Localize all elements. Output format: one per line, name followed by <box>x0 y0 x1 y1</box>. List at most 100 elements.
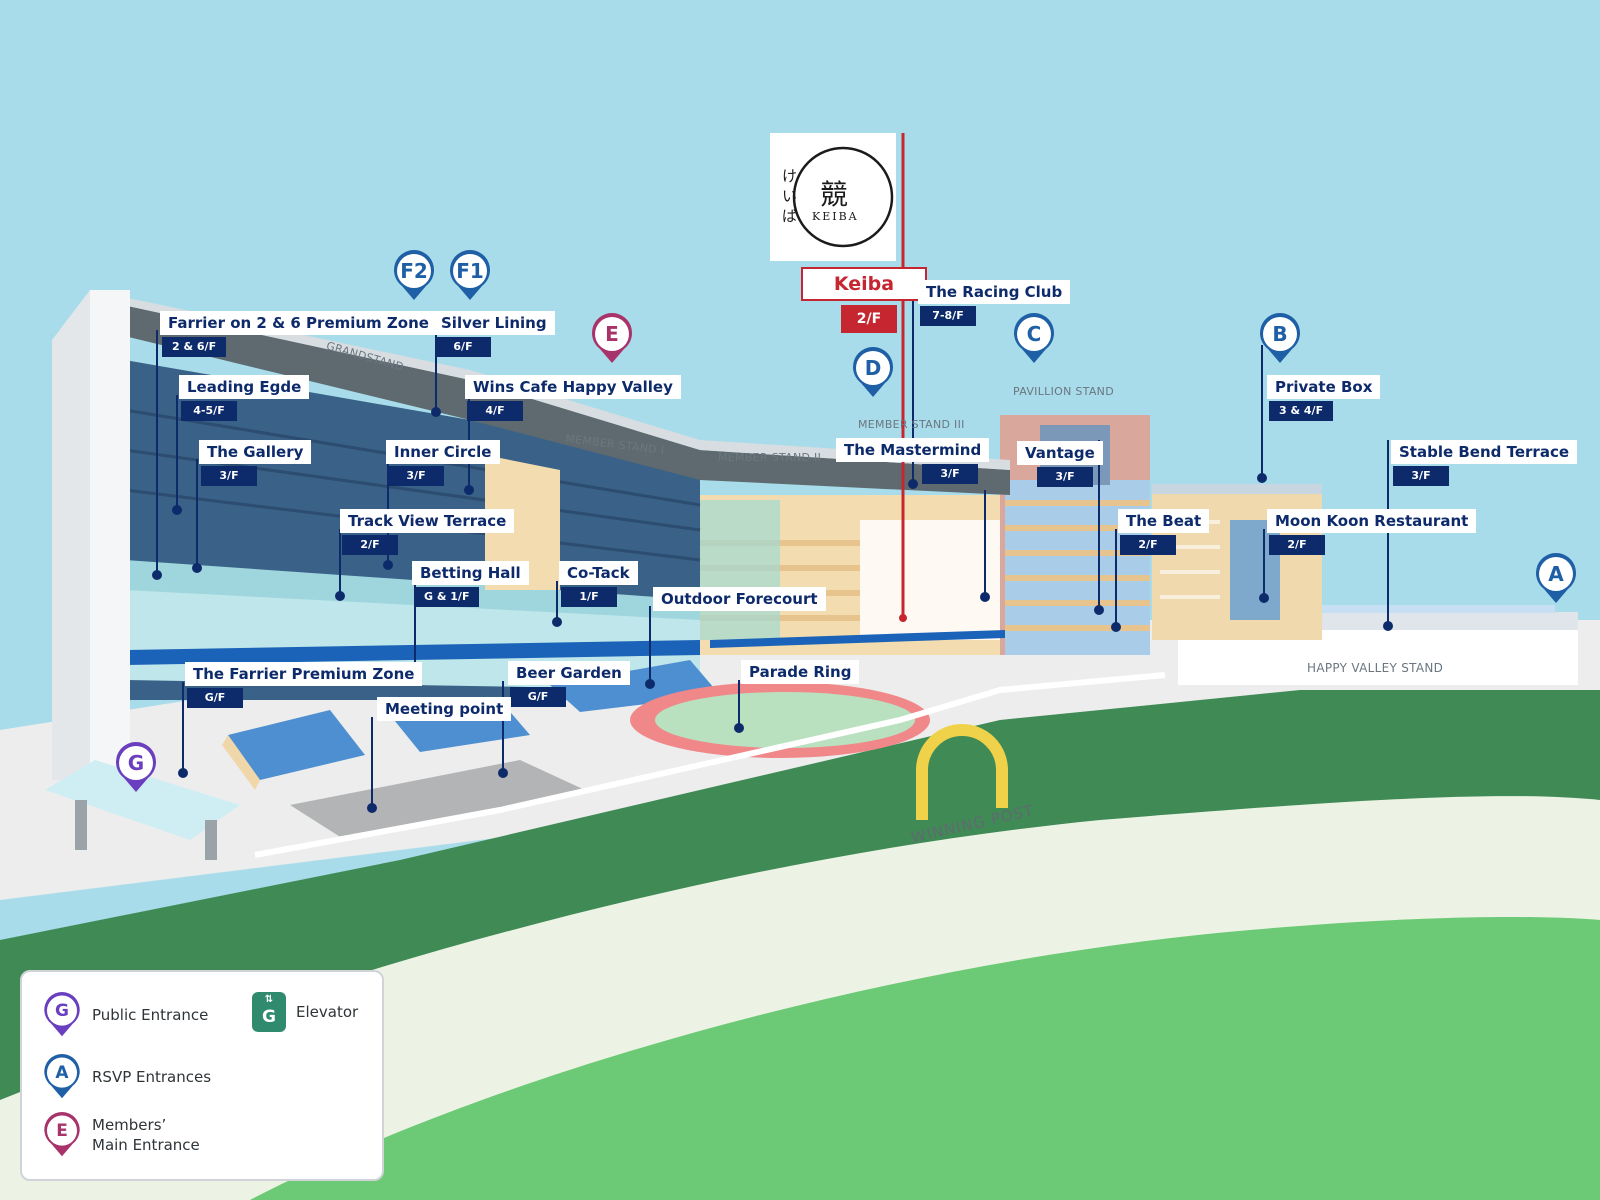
venue-name: Leading Egde <box>179 375 310 399</box>
venue-meeting-point[interactable]: Meeting point <box>377 697 512 721</box>
leader-dot <box>908 479 918 489</box>
venue-floor: G/F <box>187 688 243 708</box>
venue-outdoor-forecourt[interactable]: Outdoor Forecourt <box>653 587 826 611</box>
venue-name: Outdoor Forecourt <box>653 587 826 611</box>
legend-pin-letter: E <box>56 1121 68 1141</box>
venue-floor: 3/F <box>388 466 444 486</box>
grandstand-roof <box>100 300 1010 495</box>
keiba-logo-latin: KEIBA <box>812 210 859 223</box>
venue-floor: 2 & 6/F <box>162 337 227 357</box>
venue-name: Vantage <box>1017 441 1103 465</box>
marker-letter: F2 <box>400 259 428 283</box>
venue-floor: 3/F <box>201 466 257 486</box>
leader-dot <box>383 560 393 570</box>
venue-name: The Farrier Premium Zone <box>185 662 423 686</box>
venue-name: Track View Terrace <box>340 509 515 533</box>
winning-post <box>916 724 1008 820</box>
keiba-logo-kana: けいば <box>782 167 798 225</box>
leader-dot <box>192 563 202 573</box>
venue-name: Moon Koon Restaurant <box>1267 509 1477 533</box>
venue-name: The Gallery <box>199 440 312 464</box>
venue-floor: 2/F <box>1269 535 1325 555</box>
legend-label: RSVP Entrances <box>92 1068 212 1086</box>
marker-letter: C <box>1026 322 1042 346</box>
entrance-g-canopy <box>45 760 240 840</box>
venue-name: Farrier on 2 & 6 Premium Zone <box>160 311 437 335</box>
entrance-marker-f1[interactable]: F1 <box>448 250 492 302</box>
legend-public-entrance: G Public Entrance <box>42 992 208 1038</box>
leader-dot <box>1383 621 1393 631</box>
venue-floor: 3 & 4/F <box>1269 401 1334 421</box>
keiba-logo-kanji: 競 <box>820 178 849 211</box>
rsvp-entrance-pin-icon <box>44 1054 80 1099</box>
entrance-marker-g[interactable]: G <box>114 742 158 794</box>
legend-label: Elevator <box>296 1003 359 1021</box>
leader-dot <box>172 505 182 515</box>
marker-letter: E <box>605 322 619 346</box>
legend-pin-letter: G <box>55 1001 69 1021</box>
leader-dot <box>335 591 345 601</box>
entrance-marker-c[interactable]: C <box>1012 313 1056 365</box>
stand-label-happy-valley-stand: HAPPY VALLEY STAND <box>1307 661 1444 675</box>
entrance-marker-e[interactable]: E <box>590 313 634 365</box>
leader-dot <box>645 679 655 689</box>
leader-dot <box>178 768 188 778</box>
track-rail <box>254 672 1166 858</box>
venue-floor: G/F <box>510 687 566 707</box>
meeting-point-area <box>290 760 585 840</box>
leader-dot <box>1094 605 1104 615</box>
venue-name: Inner Circle <box>386 440 500 464</box>
venue-floor: 6/F <box>435 337 491 357</box>
venue-name: The Beat <box>1118 509 1210 533</box>
venue-floor: 2/F <box>342 535 398 555</box>
leader-dot <box>464 485 474 495</box>
venue-name: Silver Lining <box>433 311 555 335</box>
venue-parade-ring[interactable]: Parade Ring <box>741 660 860 684</box>
venue-floor: 3/F <box>1393 466 1449 486</box>
entrance-marker-f2[interactable]: F2 <box>392 250 436 302</box>
entrance-marker-b[interactable]: B <box>1258 313 1302 365</box>
stand-label-member-stand-2: MEMBER STAND II <box>718 451 822 464</box>
public-entrance-pin-icon <box>44 992 80 1037</box>
leader-dot <box>552 617 562 627</box>
venue-floor: 4/F <box>467 401 523 421</box>
stand-label-member-stand-3: MEMBER STAND III <box>858 418 965 431</box>
elevator-icon: ⇅G <box>252 992 286 1032</box>
venue-name: Beer Garden <box>508 661 630 685</box>
legend-label: Public Entrance <box>92 1006 209 1024</box>
keiba-venue-name[interactable]: Keiba <box>801 267 927 301</box>
entrance-marker-a[interactable]: A <box>1534 553 1578 605</box>
marker-letter: B <box>1272 322 1288 346</box>
entrance-marker-d[interactable]: D <box>851 347 895 399</box>
venue-floor: 3/F <box>1037 467 1093 487</box>
legend-members-entrance: E Members’ Main Entrance <box>42 1112 200 1158</box>
venue-name: Co-Tack <box>559 561 638 585</box>
venue-name: The Mastermind <box>836 438 990 462</box>
leader-dot <box>367 803 377 813</box>
elevator-letter: G <box>262 1007 276 1027</box>
venue-floor: 1/F <box>561 587 617 607</box>
marker-letter: G <box>127 751 145 775</box>
map-legend: G Public Entrance ⇅G Elevator A RSVP Ent… <box>20 970 384 1181</box>
venue-name: Stable Bend Terrace <box>1391 440 1578 464</box>
legend-pin-letter: A <box>55 1063 69 1083</box>
keiba-logo: 競 KEIBA けいば <box>770 133 896 261</box>
